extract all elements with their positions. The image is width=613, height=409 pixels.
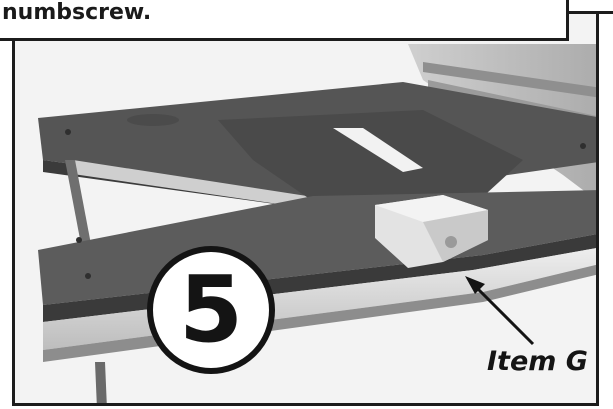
- step-number: 5: [178, 256, 243, 363]
- callout-item-label: Item G: [487, 346, 588, 377]
- callout-arrow-head: [465, 276, 485, 294]
- throat-plate: [218, 110, 523, 215]
- callout-arrow-line: [471, 282, 535, 346]
- instruction-caption-box: numbscrew.: [0, 0, 569, 41]
- step-number-badge: 5: [147, 246, 275, 374]
- instruction-caption-text: numbscrew.: [2, 0, 152, 25]
- blade-slot: [333, 128, 423, 172]
- caption-corner-tab: [566, 0, 613, 14]
